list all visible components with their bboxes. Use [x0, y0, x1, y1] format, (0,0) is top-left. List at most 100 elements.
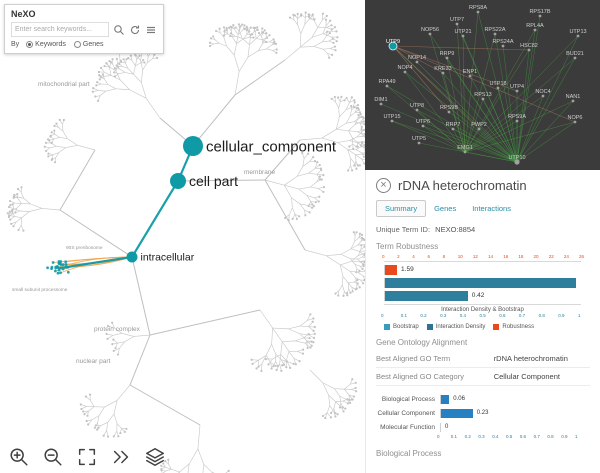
- gene-node-RPS22A[interactable]: [493, 32, 497, 36]
- gene-label[interactable]: HSC82: [520, 43, 538, 49]
- gene-label[interactable]: RPS8A: [469, 5, 487, 11]
- gene-node-UTP9[interactable]: [388, 41, 398, 51]
- gene-node-RPS17B[interactable]: [538, 14, 542, 18]
- gene-node-KRE33[interactable]: [441, 71, 445, 75]
- gene-label[interactable]: RPS22A: [484, 27, 505, 33]
- gene-node-ENP1[interactable]: [468, 74, 472, 78]
- gene-label[interactable]: NOP14: [408, 55, 426, 61]
- expand-branches-button[interactable]: [108, 445, 133, 469]
- tree-term-label[interactable]: nuclear part: [76, 358, 111, 365]
- tree-node-intracellular[interactable]: [126, 251, 138, 263]
- search-input[interactable]: [11, 22, 109, 37]
- gene-node-RRP9[interactable]: [445, 56, 449, 60]
- gene-label[interactable]: PWP2: [471, 122, 487, 128]
- gene-label[interactable]: KRE33: [434, 66, 451, 72]
- gene-label[interactable]: UTP5: [412, 136, 426, 142]
- gene-node-UTP15[interactable]: [390, 119, 394, 123]
- gene-label[interactable]: EMG1: [457, 145, 473, 151]
- gene-node-DIM1[interactable]: [379, 102, 383, 106]
- tree-term-label[interactable]: 90S preribosome: [66, 245, 103, 251]
- gene-node-UTP8[interactable]: [415, 108, 419, 112]
- gene-node-BUD21[interactable]: [573, 56, 577, 60]
- gene-label[interactable]: RRP9: [440, 51, 455, 57]
- tree-node-cell-part[interactable]: [170, 173, 186, 189]
- radio-circle[interactable]: [73, 41, 81, 48]
- tree-term-label[interactable]: protein complex: [94, 326, 141, 333]
- gene-label[interactable]: UTP7: [450, 17, 464, 23]
- tree-node-label[interactable]: cellular_component: [206, 138, 337, 155]
- gene-node-RRP7[interactable]: [451, 127, 455, 131]
- gene-node-RPS9B[interactable]: [447, 110, 451, 114]
- tree-term-label[interactable]: mitochondrial part: [38, 81, 90, 88]
- gene-node-HSC82[interactable]: [527, 48, 531, 52]
- tab-genes[interactable]: Genes: [434, 204, 457, 213]
- gene-node-UTP13[interactable]: [576, 34, 580, 38]
- gene-node-RPS24A[interactable]: [501, 44, 505, 48]
- gene-node-NOP56[interactable]: [428, 32, 432, 36]
- gene-label[interactable]: NOP56: [421, 27, 439, 33]
- gene-node-UTP6[interactable]: [421, 124, 425, 128]
- tab-summary[interactable]: Summary: [376, 200, 427, 217]
- gene-label[interactable]: NOC4: [535, 89, 550, 95]
- gene-label[interactable]: RPS24A: [492, 39, 513, 45]
- close-icon[interactable]: ×: [376, 178, 391, 193]
- reset-icon[interactable]: [129, 24, 141, 36]
- gene-node-UTP10[interactable]: [514, 159, 520, 165]
- gene-node-RPS13[interactable]: [481, 97, 485, 101]
- gene-label[interactable]: RPL4A: [526, 23, 544, 29]
- gene-label[interactable]: UTP15: [383, 114, 400, 120]
- gene-node-NOP4[interactable]: [403, 70, 407, 74]
- gene-label[interactable]: RPS17B: [529, 9, 550, 15]
- gene-label[interactable]: UTP8: [410, 103, 424, 109]
- gene-label[interactable]: UTP13: [569, 29, 586, 35]
- gene-label[interactable]: UTP10: [508, 155, 525, 161]
- gene-label[interactable]: NOP4: [398, 65, 413, 71]
- layers-button[interactable]: [142, 445, 167, 469]
- tree-node-label[interactable]: cell part: [189, 173, 238, 189]
- fit-to-screen-button[interactable]: [74, 445, 99, 469]
- tab-interactions[interactable]: Interactions: [472, 204, 511, 213]
- gene-label[interactable]: UTP9: [386, 39, 400, 45]
- gene-node-UTP7[interactable]: [455, 22, 459, 26]
- gene-node-RPS8A[interactable]: [476, 10, 480, 14]
- gene-node-UTP21[interactable]: [461, 34, 465, 38]
- radio-genes[interactable]: Genes: [73, 41, 104, 48]
- gene-node-RPS9A[interactable]: [515, 119, 519, 123]
- gene-label[interactable]: RRP7: [446, 122, 461, 128]
- gene-node-NOP14[interactable]: [415, 60, 419, 64]
- gene-label[interactable]: UTP21: [454, 29, 471, 35]
- radio-circle[interactable]: [26, 41, 34, 48]
- gene-label[interactable]: ENP1: [463, 69, 477, 75]
- gene-label[interactable]: BUD21: [566, 51, 584, 57]
- tree-term-label[interactable]: membrane: [244, 169, 275, 176]
- gene-node-PWP2[interactable]: [477, 127, 481, 131]
- gene-label[interactable]: RPS9B: [440, 105, 458, 111]
- gene-node-NAN1[interactable]: [571, 99, 575, 103]
- gene-node-NOC4[interactable]: [541, 94, 545, 98]
- gene-node-UTP18[interactable]: [496, 86, 500, 90]
- gene-label[interactable]: NOP6: [568, 115, 583, 121]
- search-icon[interactable]: [113, 24, 125, 36]
- gene-label[interactable]: UTP18: [489, 81, 506, 87]
- gene-node-EMG1[interactable]: [463, 150, 467, 154]
- menu-icon[interactable]: [145, 24, 157, 36]
- gene-label[interactable]: RPA49: [378, 79, 395, 85]
- gene-label[interactable]: RPS9A: [508, 114, 526, 120]
- gene-node-NOP6[interactable]: [573, 120, 577, 124]
- zoom-out-button[interactable]: [40, 445, 65, 469]
- gene-label[interactable]: UTP6: [416, 119, 430, 125]
- tree-node-label[interactable]: intracellular: [141, 252, 195, 264]
- gene-node-RPL4A[interactable]: [533, 28, 537, 32]
- tree-node-cellular-component[interactable]: [183, 136, 203, 156]
- gene-label[interactable]: UTP4: [510, 84, 524, 90]
- gene-node-UTP5[interactable]: [417, 141, 421, 145]
- gene-label[interactable]: DIM1: [374, 97, 387, 103]
- zoom-in-button[interactable]: [6, 445, 31, 469]
- gene-node-UTP4[interactable]: [515, 89, 519, 93]
- radio-keywords[interactable]: Keywords: [26, 41, 66, 48]
